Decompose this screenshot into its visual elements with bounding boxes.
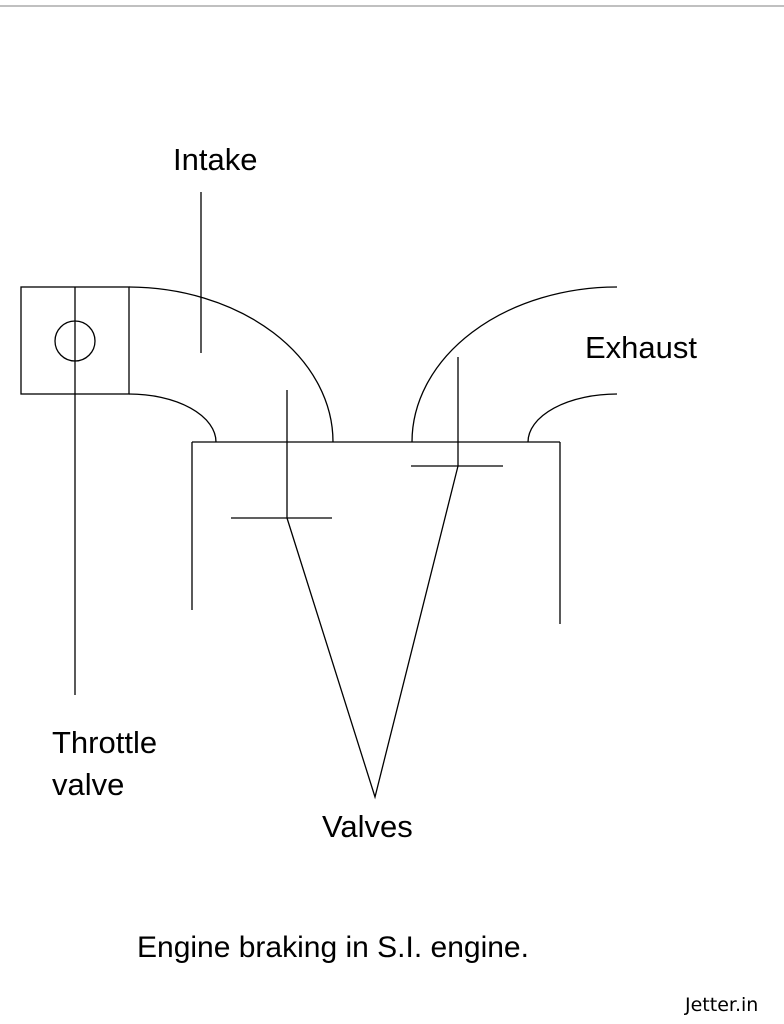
throttle-valve-label-line1: Throttle (52, 725, 157, 760)
intake-valve (231, 390, 332, 519)
throttle-valve-label-line2: valve (52, 767, 124, 802)
valves-leader-lines (286, 465, 459, 800)
diagram-caption: Engine braking in S.I. engine. (137, 931, 529, 964)
watermark: Jetter.in (684, 994, 758, 1016)
valves-label: Valves (322, 809, 413, 844)
exhaust-pipe (411, 286, 618, 443)
intake-pipe (128, 286, 334, 443)
intake-label: Intake (173, 142, 257, 177)
exhaust-label: Exhaust (585, 330, 697, 365)
exhaust-valve (411, 357, 503, 467)
cylinder (191, 441, 561, 624)
